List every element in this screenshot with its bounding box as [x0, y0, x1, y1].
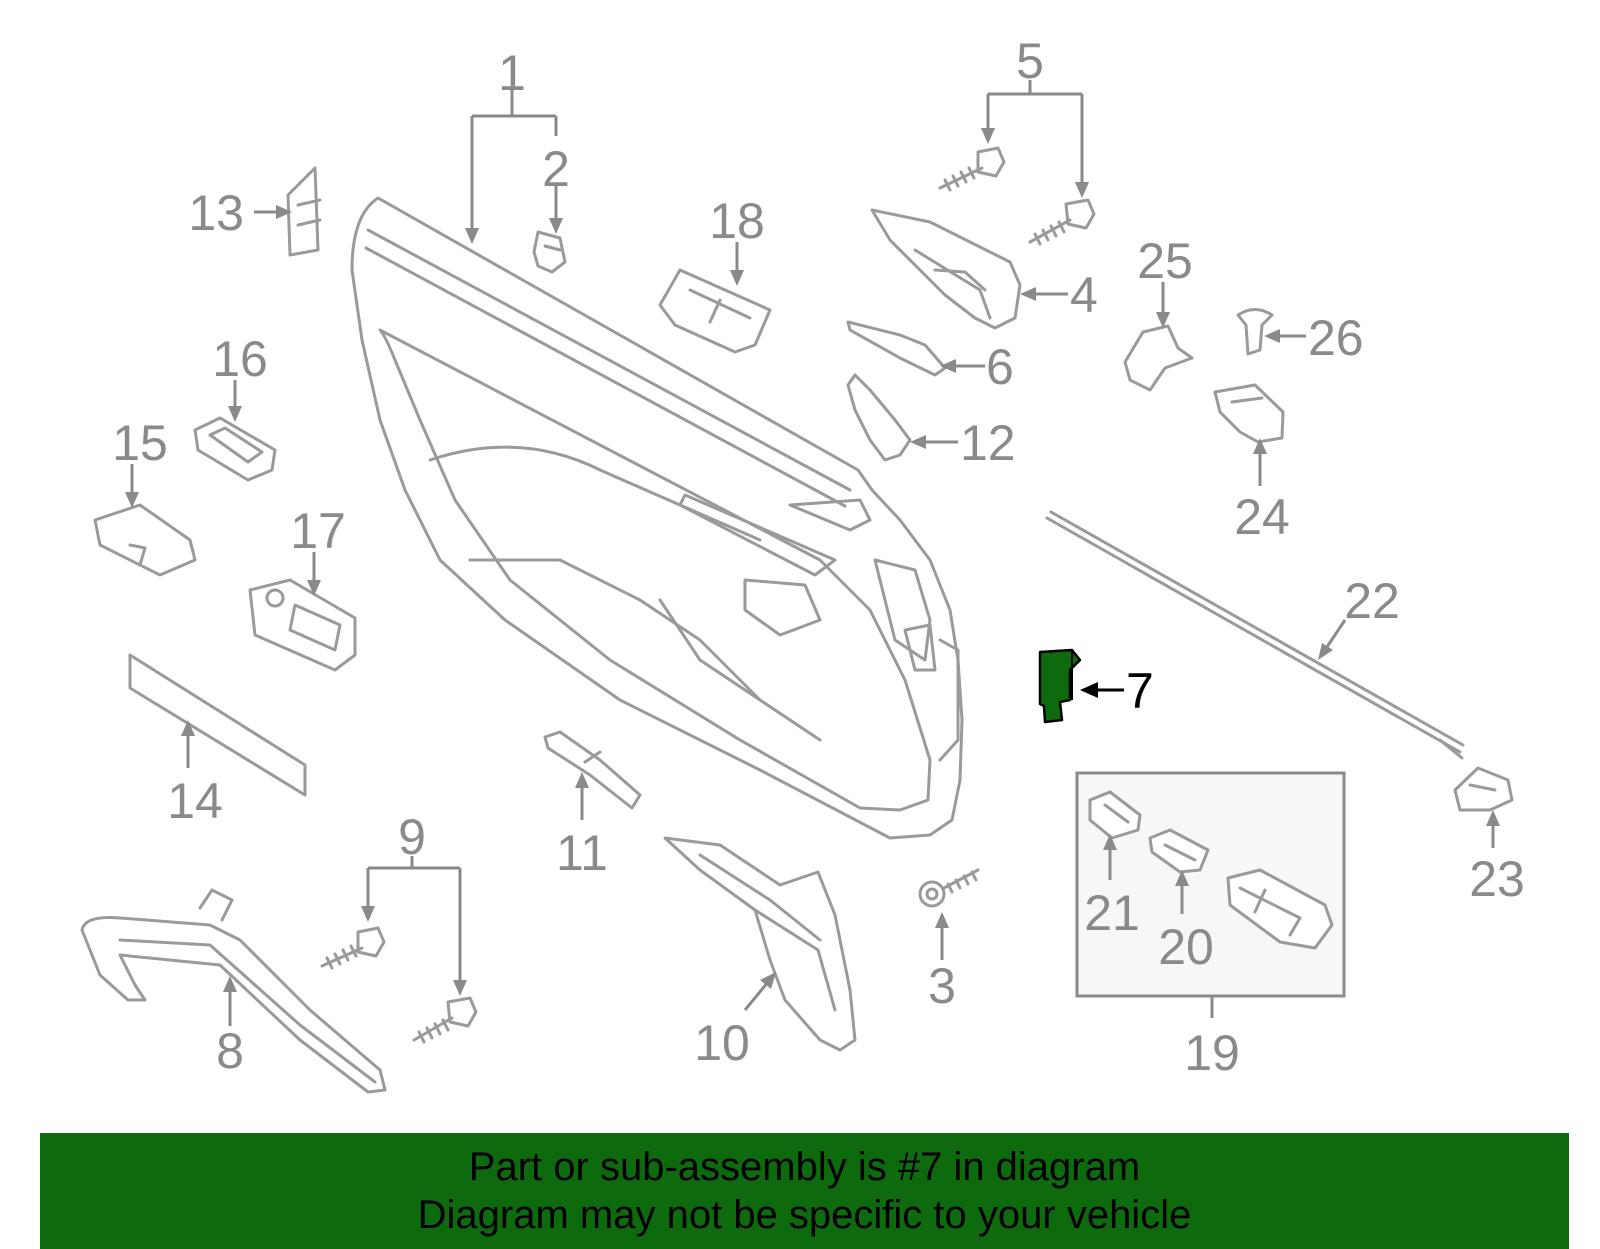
callout-23: 23 [1469, 851, 1525, 907]
part-bracket-24[interactable] [1213, 383, 1285, 444]
callout-8: 8 [216, 1023, 244, 1079]
part-rod-22[interactable] [1045, 510, 1465, 760]
callout-24: 24 [1234, 489, 1290, 545]
callout-26: 26 [1308, 310, 1364, 366]
callout-20: 20 [1158, 919, 1214, 975]
callout-12: 12 [960, 415, 1016, 471]
part-switch-7[interactable] [1038, 648, 1082, 724]
part-clip-25[interactable] [1123, 324, 1194, 392]
part-window-switch-17[interactable] [248, 578, 357, 672]
part-lower-trim-10[interactable] [663, 836, 857, 1052]
callout-19: 19 [1184, 1025, 1240, 1081]
callout-6: 6 [986, 339, 1014, 395]
callout-16: 16 [212, 331, 268, 387]
part-pin-26[interactable] [1236, 308, 1274, 356]
part-bolts-9[interactable] [320, 926, 478, 1044]
part-trim-12[interactable] [846, 373, 912, 462]
callout-1: 1 [498, 45, 526, 101]
part-trim-6[interactable] [846, 320, 947, 377]
callout-14: 14 [167, 773, 223, 829]
callout-21: 21 [1084, 885, 1140, 941]
part-clip-23[interactable] [1453, 766, 1514, 812]
part-bolts-5[interactable] [938, 146, 1096, 246]
callout-22: 22 [1344, 573, 1400, 629]
callout-5: 5 [1016, 33, 1044, 89]
callout-3: 3 [928, 958, 956, 1014]
callout-18: 18 [709, 193, 765, 249]
callout-17: 17 [290, 503, 346, 559]
part-bezel-16[interactable] [193, 416, 277, 482]
part-bracket-13[interactable] [286, 166, 322, 257]
banner-line-2: Diagram may not be specific to your vehi… [417, 1193, 1192, 1237]
part-bracket-4[interactable] [870, 208, 1022, 330]
callout-2: 2 [542, 141, 570, 197]
part-screw-3[interactable] [918, 868, 980, 908]
callout-7: 7 [1126, 663, 1154, 719]
callout-10: 10 [694, 1015, 750, 1071]
banner-line-1: Part or sub-assembly is #7 in diagram [468, 1145, 1141, 1189]
info-banner: Part or sub-assembly is #7 in diagram Di… [40, 1133, 1569, 1249]
callout-4: 4 [1070, 267, 1098, 323]
leader-lines [125, 80, 1500, 1026]
part-pull-cup-18[interactable] [658, 268, 772, 354]
parts-diagram: 1 2 3 4 5 6 7 8 9 10 11 12 13 14 15 16 1… [80, 33, 1525, 1094]
callout-15: 15 [112, 415, 168, 471]
callout-11: 11 [556, 825, 608, 881]
part-strip-11[interactable] [543, 730, 642, 810]
part-switch-15[interactable] [93, 503, 197, 577]
part-kit-19[interactable] [1075, 771, 1346, 998]
callout-25: 25 [1137, 233, 1193, 289]
callout-9: 9 [398, 809, 426, 865]
callout-labels: 1 2 3 4 5 6 7 8 9 10 11 12 13 14 15 16 1… [112, 33, 1525, 1081]
part-door-panel[interactable] [350, 196, 964, 840]
part-strip-14[interactable] [128, 653, 307, 797]
part-clip-2[interactable] [532, 230, 567, 274]
part-armrest-8[interactable] [80, 888, 387, 1094]
callout-13: 13 [188, 185, 244, 241]
